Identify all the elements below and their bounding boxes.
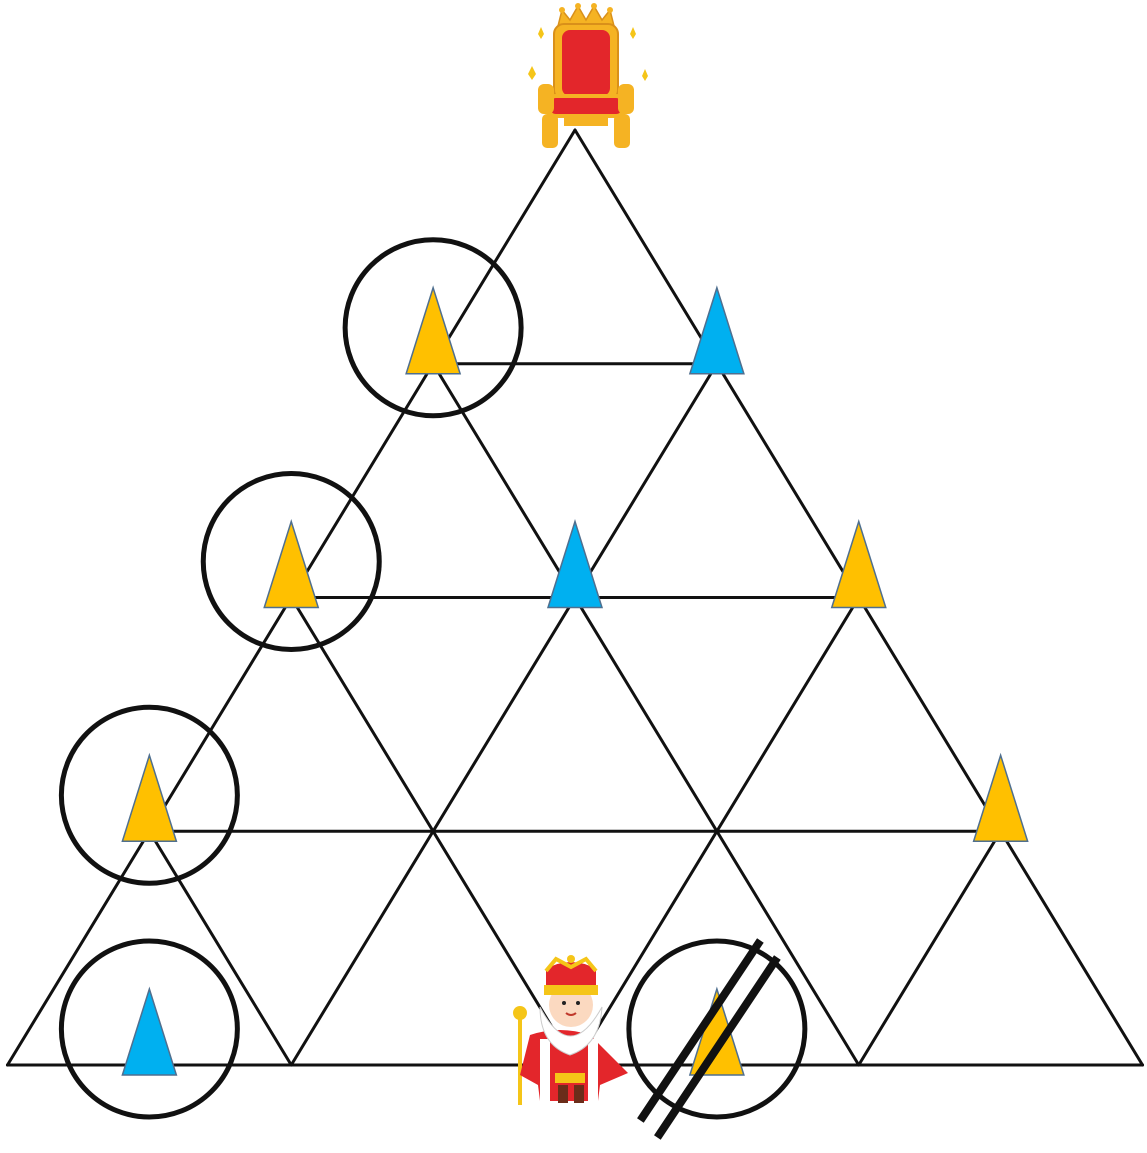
king-icon — [513, 955, 628, 1105]
grid-line-right-diagonal — [433, 364, 859, 1065]
triangle-markers — [122, 288, 1027, 1075]
grid-line-left-diagonal — [859, 831, 1001, 1065]
strike-line — [657, 957, 777, 1137]
strike-line — [640, 941, 760, 1121]
grid-line-left-diagonal — [291, 364, 717, 1065]
blue-triangle-marker — [122, 989, 176, 1075]
throne-icon — [528, 3, 648, 148]
grid-line-right-diagonal — [149, 831, 291, 1065]
